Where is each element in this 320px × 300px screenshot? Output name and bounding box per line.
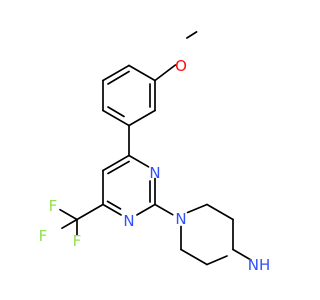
nitrogen-label-piperazine-1: N	[175, 210, 186, 228]
bond-pyr-c2-n1	[136, 203, 156, 216]
bond-cf3-f2	[61, 218, 78, 230]
bond-pyr-c5-c4	[102, 154, 130, 172]
bond-cf3-f1	[59, 208, 78, 221]
bond-c6-cf3	[76, 203, 104, 221]
bond-pip-4	[232, 248, 252, 261]
nh-label-piperazine-4: NH	[248, 256, 271, 274]
fluorine-label-1: F	[49, 197, 58, 215]
bond-pyr-c4-n3	[128, 154, 150, 168]
bond-aryl-6	[128, 64, 156, 82]
molecule-structure: O N N N NH F F F	[39, 31, 271, 274]
bond-o-aryl	[154, 64, 177, 82]
bond-methyl-o	[186, 31, 198, 39]
bond-pyr-n1-c6-double	[106, 200, 122, 210]
bond-pyr-n1-c6	[102, 203, 122, 216]
bond-aryl-double-c	[107, 70, 130, 85]
bond-pip-6	[180, 248, 208, 266]
oxygen-label: O	[175, 57, 187, 75]
bond-pip-2	[206, 203, 234, 221]
nitrogen-label-pyrimidine-3: N	[149, 164, 160, 182]
bond-pip-1	[186, 203, 208, 214]
bond-aryl-2	[128, 109, 156, 127]
bond-aryl-5	[102, 64, 130, 82]
bond-c2-piperazine	[154, 203, 174, 216]
bond-pyr-c5-c4-double	[107, 160, 130, 175]
bond-aryl-3	[102, 109, 130, 127]
bond-aryl-double-b	[107, 106, 125, 118]
nitrogen-label-pyrimidine-1: N	[123, 212, 134, 230]
bond-pip-7	[206, 255, 228, 266]
fluorine-label-3: F	[73, 232, 82, 250]
fluorine-label-2: F	[39, 227, 48, 245]
